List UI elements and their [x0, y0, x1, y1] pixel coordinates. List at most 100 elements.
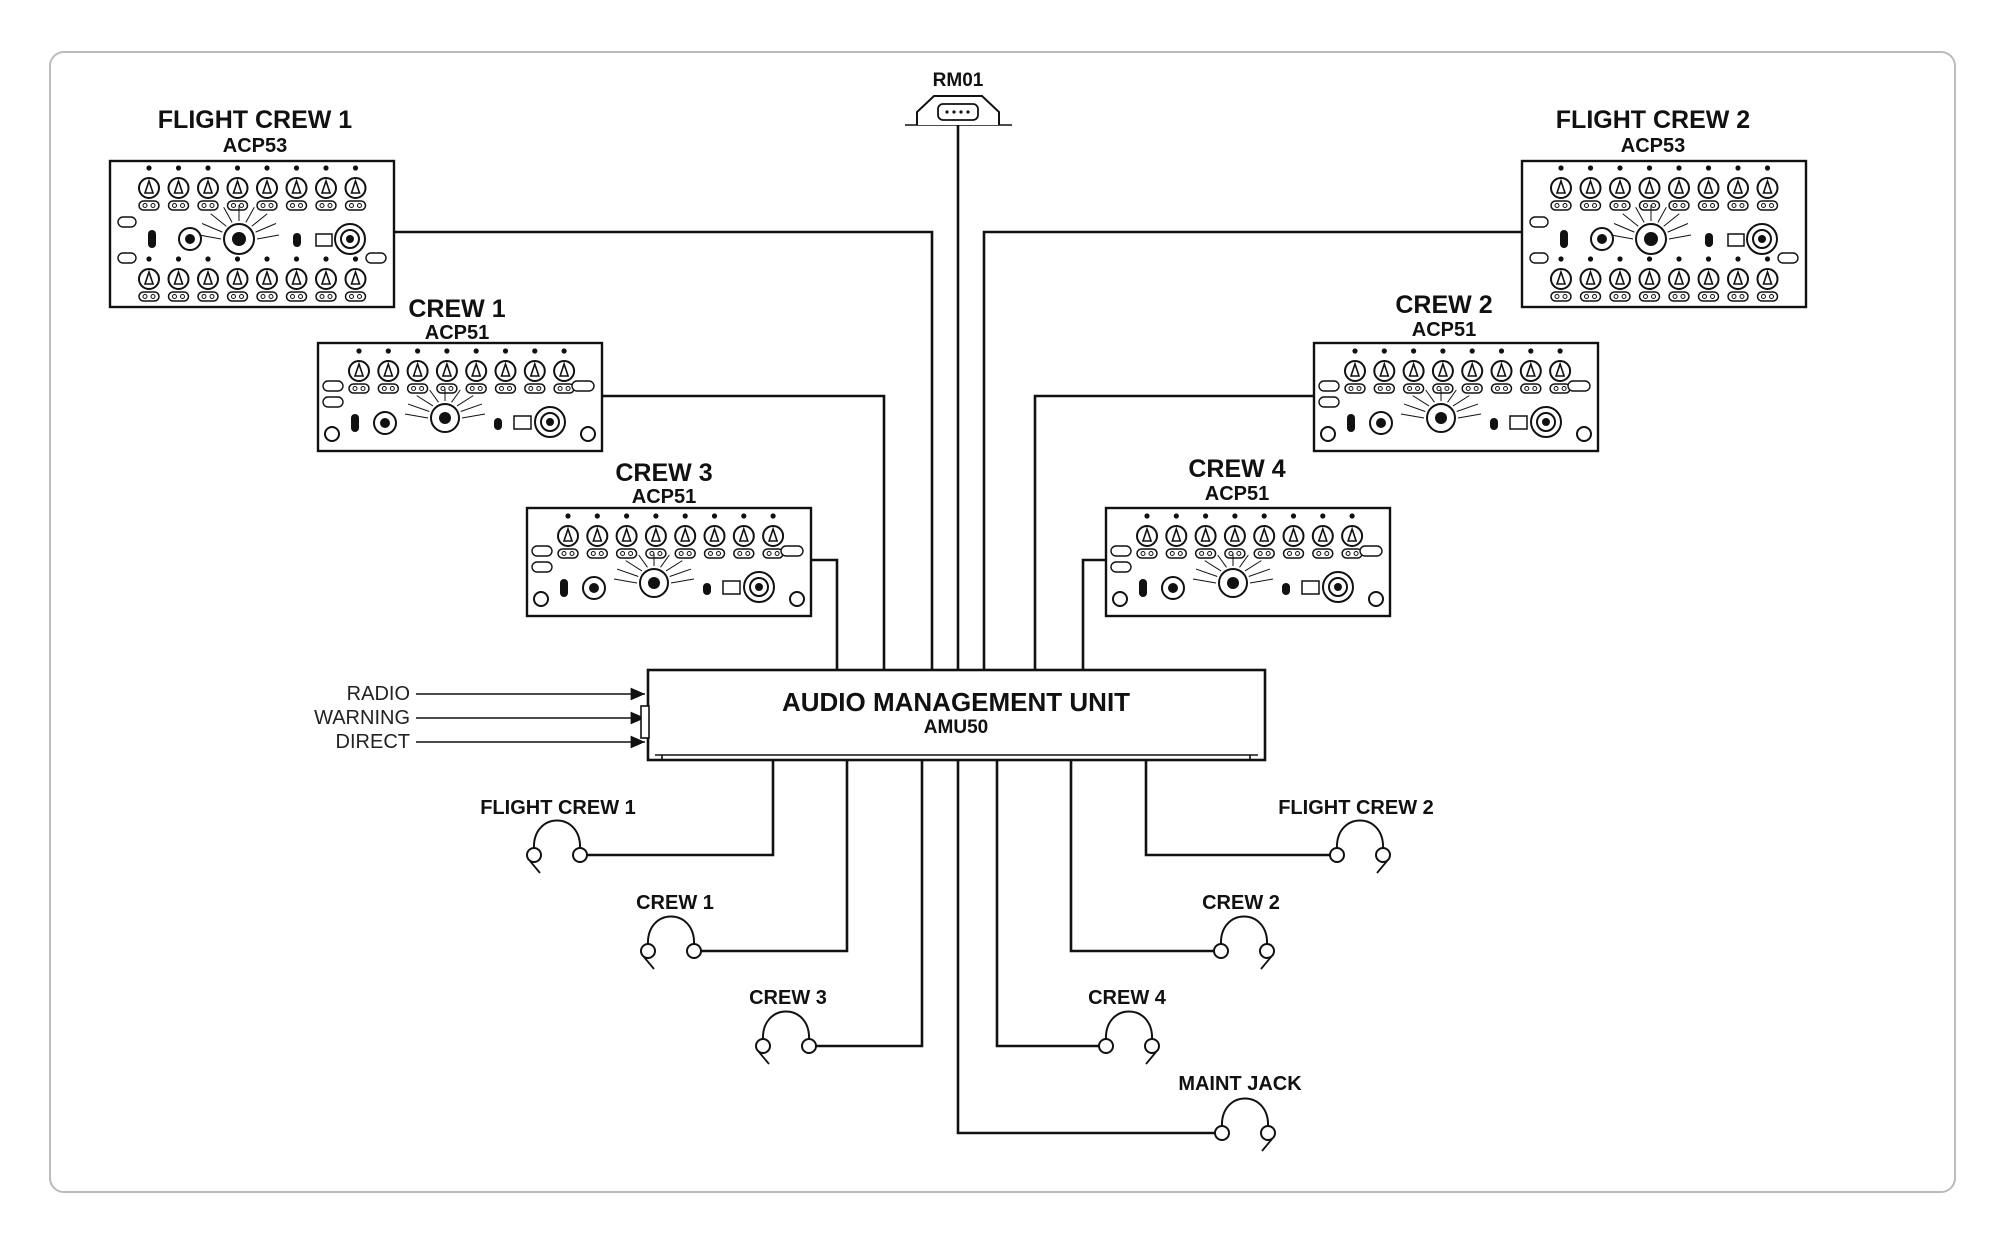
button-dot [260, 203, 266, 208]
selector-tick [1249, 578, 1274, 584]
panel-model-crew-4: ACP51 [1205, 483, 1269, 505]
indicator-light [1469, 348, 1475, 354]
indicator-light [1735, 256, 1741, 262]
select-button [703, 548, 726, 559]
button-dot [1148, 551, 1154, 556]
select-button [1402, 383, 1425, 394]
headset-icon-flight-crew-1 [526, 819, 588, 874]
vox-knob-center [1376, 418, 1386, 428]
button-dot [1316, 551, 1322, 556]
indicator-light [1144, 513, 1150, 519]
button-dot [142, 294, 148, 299]
volume-knob [762, 525, 785, 547]
button-dot [180, 203, 185, 208]
panel-model-flight-crew-1: ACP53 [223, 135, 287, 157]
selector-tick [256, 234, 280, 240]
knob-pointer [1496, 361, 1507, 377]
select-button [1579, 291, 1602, 302]
button-dot [1295, 551, 1300, 556]
vox-knob-center [589, 583, 599, 593]
button-dot [1769, 294, 1774, 299]
knob-pointer [650, 526, 662, 542]
indicator-light [205, 256, 211, 262]
button-dot [209, 294, 215, 299]
indicator-light [234, 256, 241, 262]
knob-pointer [1554, 361, 1566, 377]
volume-knob [494, 360, 517, 382]
volume-knob [1550, 268, 1572, 290]
button-dot [1584, 203, 1589, 208]
button-dot [290, 294, 295, 299]
selector-tick [1244, 560, 1262, 572]
indicator-light [1411, 348, 1417, 354]
selector-tick [1663, 213, 1680, 227]
button-dot [1415, 386, 1421, 391]
toggle-switch [1139, 579, 1147, 597]
selector-tick [670, 578, 695, 584]
select-button [586, 548, 609, 559]
button-dot [1613, 294, 1619, 299]
knob-pointer [350, 178, 361, 194]
headset-icon-crew-1 [640, 915, 702, 970]
select-button [197, 200, 219, 211]
button-dot [357, 203, 362, 208]
select-button [167, 291, 190, 302]
side-button [531, 545, 553, 557]
button-dot [1207, 551, 1213, 556]
rm01-label: RM01 [933, 70, 984, 91]
select-button [1638, 291, 1661, 302]
volume-knob [1668, 177, 1690, 199]
selector-tick [201, 223, 223, 233]
acp51-panel-crew-2 [1312, 341, 1600, 453]
panel-title-crew-3: CREW 3 [615, 459, 712, 487]
selector-tick [1635, 207, 1645, 223]
button-dot [1465, 386, 1471, 391]
ear-cup [1144, 1038, 1160, 1054]
rx-ics-knob-hub [755, 583, 763, 591]
button-dot [477, 386, 483, 391]
indicator-light [1558, 165, 1564, 171]
volume-knob [1579, 268, 1602, 290]
rx-ics-knob-hub [1758, 235, 1766, 243]
indicator-light [356, 348, 362, 354]
select-button [1165, 548, 1188, 559]
volume-knob [1490, 360, 1513, 382]
button-dot [268, 294, 274, 299]
volume-knob [285, 177, 308, 199]
button-dot [1169, 551, 1175, 556]
button-dot [201, 203, 207, 208]
knob-pointer [412, 361, 423, 377]
button-dot [260, 294, 266, 299]
button-dot [598, 551, 604, 556]
indicator-light [146, 256, 152, 262]
headset-label-crew-2: CREW 2 [1202, 892, 1280, 914]
volume-knob [348, 360, 370, 382]
select-button [1373, 383, 1396, 394]
select-button [256, 200, 278, 211]
volume-knob [674, 525, 697, 547]
indicator-light [1320, 513, 1326, 519]
boom-mic [529, 860, 541, 874]
iso-call-button [1727, 233, 1745, 247]
button-dot [565, 386, 571, 391]
knob-pointer [1732, 269, 1744, 285]
select-button [465, 383, 487, 394]
iso-call-button [722, 580, 741, 595]
rx-ics-knob-hub [1334, 583, 1342, 591]
button-dot [349, 294, 354, 299]
ear-cup [801, 1038, 817, 1054]
knob-pointer [350, 269, 361, 285]
headset-icon-crew-2 [1213, 915, 1275, 970]
wiring [393, 125, 1524, 1135]
volume-knob [1282, 525, 1305, 547]
select-button [1520, 383, 1542, 394]
volume-knob [523, 360, 546, 382]
indicator-light [1173, 513, 1179, 519]
select-button [1253, 548, 1275, 559]
iso-call-button [1301, 580, 1320, 595]
volume-knob [1727, 268, 1749, 290]
indicator-light [1349, 513, 1355, 519]
button-dot [507, 386, 512, 391]
selector-tick [223, 207, 233, 223]
